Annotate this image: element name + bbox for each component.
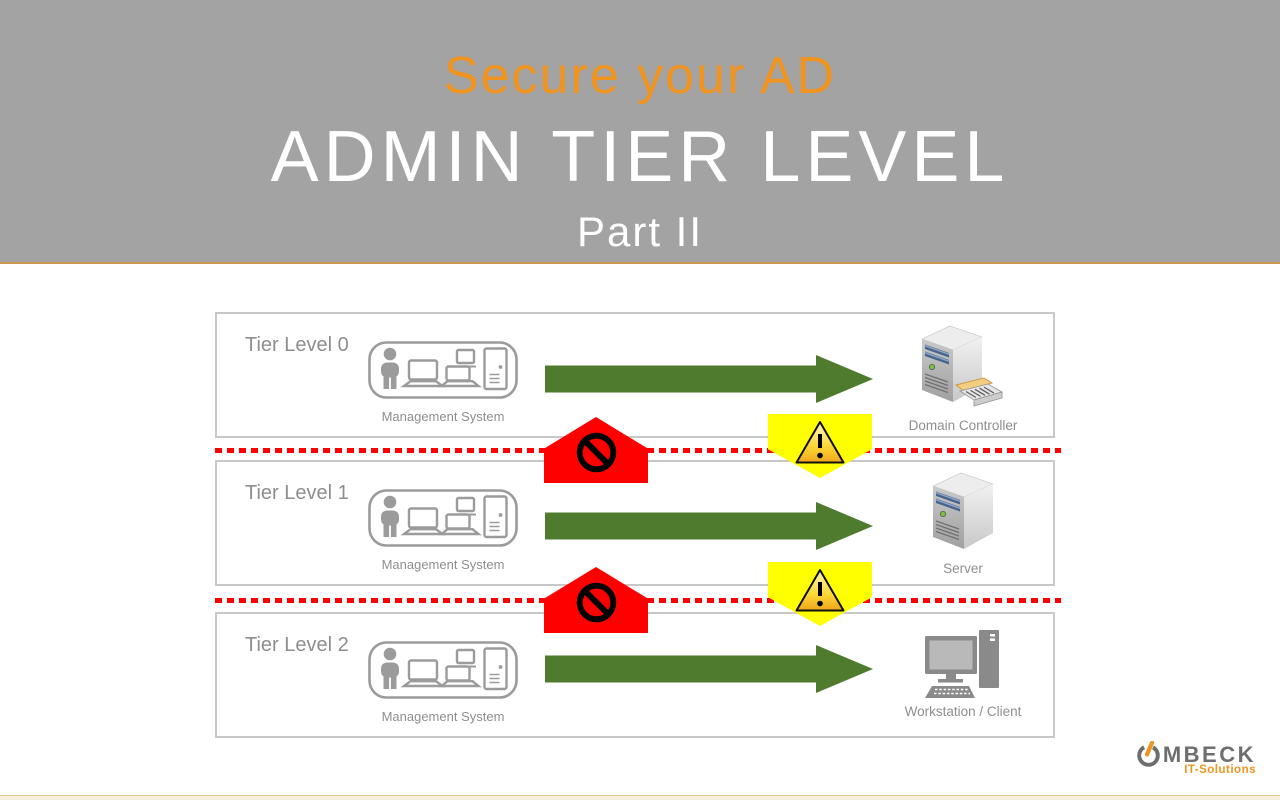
flow-arrow xyxy=(545,645,873,693)
tier-0-box: Tier Level 0 Management System xyxy=(215,312,1055,438)
domain-controller-icon xyxy=(921,325,1004,407)
management-system-group: Management System xyxy=(367,641,519,724)
tier-1-target-label: Server xyxy=(943,561,983,576)
management-system-label: Management System xyxy=(381,409,505,424)
warning-icon xyxy=(795,421,845,464)
flow-arrow xyxy=(545,355,873,403)
no-entry-icon xyxy=(576,432,616,473)
flow-arrow xyxy=(545,502,873,550)
warning-icon xyxy=(795,569,845,612)
power-button-icon xyxy=(1137,741,1160,767)
management-system-icon xyxy=(368,489,518,547)
management-system-icon xyxy=(368,641,518,699)
flow-arrow-shape xyxy=(545,502,873,550)
management-system-label: Management System xyxy=(381,709,505,724)
slide-title: ADMIN TIER LEVEL xyxy=(270,117,1010,197)
slide-part: Part II xyxy=(576,208,704,255)
tier-1-label: Tier Level 1 xyxy=(245,482,349,504)
tier-2-target-group: Workstation / Client xyxy=(875,630,1051,719)
slide-subtitle: Secure your AD xyxy=(443,47,837,105)
tier-2-label: Tier Level 2 xyxy=(245,634,349,656)
tier-1-target-group: Server xyxy=(875,469,1051,576)
logo-row: MBECK xyxy=(1135,741,1256,768)
flow-arrow-shape xyxy=(545,355,873,403)
no-entry-icon xyxy=(576,582,616,623)
logo-brand-text: MBECK xyxy=(1162,741,1256,767)
management-system-group: Management System xyxy=(367,341,519,424)
title-banner: Secure your AD ADMIN TIER LEVEL Part II xyxy=(0,0,1280,264)
tier-2-target-label: Workstation / Client xyxy=(904,704,1022,719)
tier-0-target-label: Domain Controller xyxy=(908,418,1018,433)
flow-arrow-shape xyxy=(545,645,873,693)
tier-2-box: Tier Level 2 Management System xyxy=(215,612,1055,738)
management-system-icon xyxy=(368,341,518,399)
workstation-icon xyxy=(925,630,999,698)
management-system-group: Management System xyxy=(367,489,519,572)
footer-strip xyxy=(0,795,1280,800)
tier-0-label: Tier Level 0 xyxy=(245,334,349,356)
tier-0-target-group: Domain Controller xyxy=(875,322,1051,433)
company-logo: MBECK IT-Solutions xyxy=(1135,741,1256,776)
logo-tagline: IT-Solutions xyxy=(1184,764,1256,776)
server-icon xyxy=(932,472,994,549)
management-system-label: Management System xyxy=(381,557,505,572)
